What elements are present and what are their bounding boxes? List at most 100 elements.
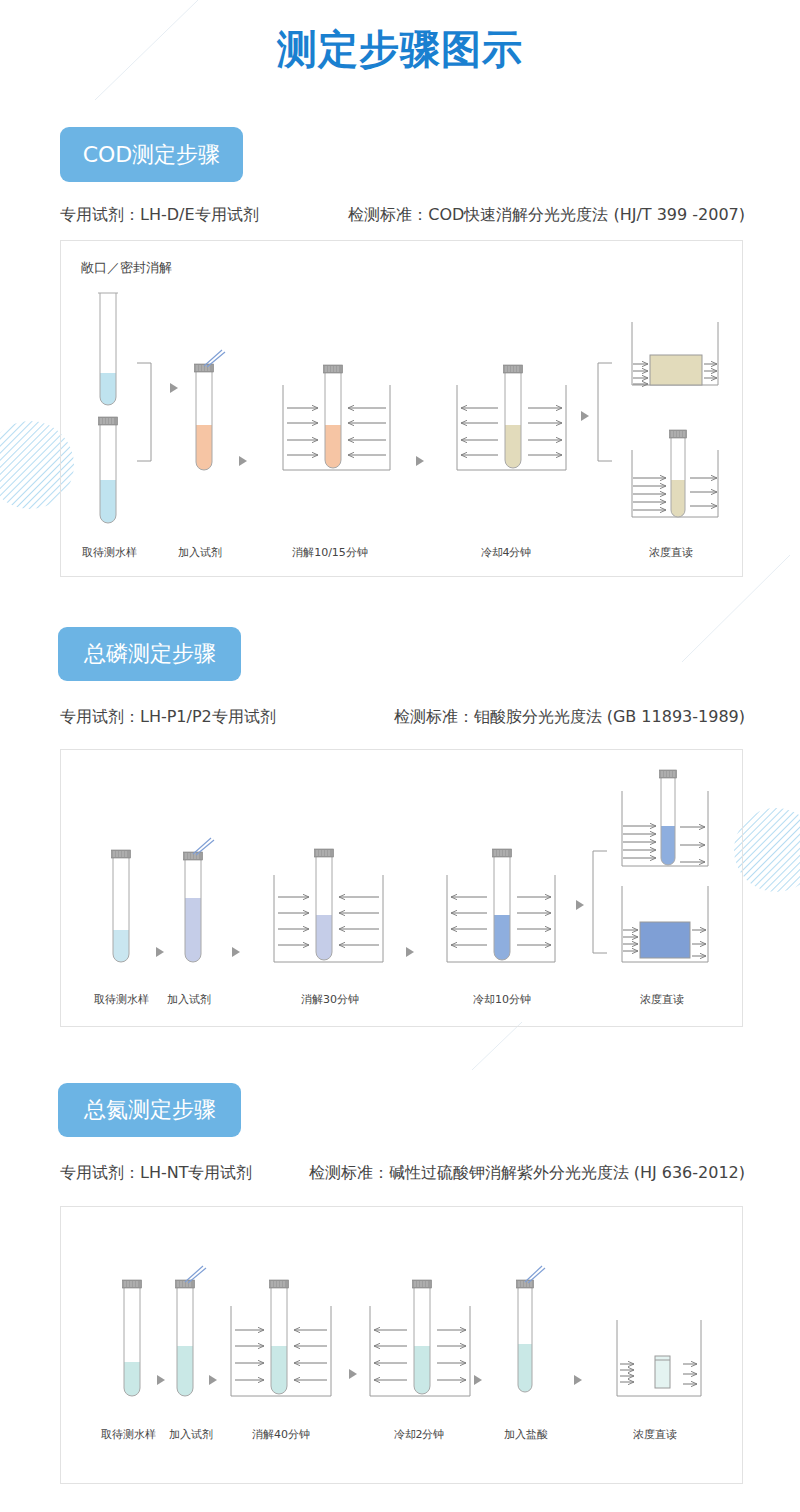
flow-arrow — [620, 1370, 634, 1371]
flow-arrow — [623, 944, 638, 945]
test-tube — [493, 849, 512, 960]
flow-arrow — [704, 371, 717, 372]
flow-arrow — [294, 1363, 327, 1364]
flow-arrow — [461, 408, 498, 409]
water-bath — [617, 1320, 701, 1396]
steps-panel: 敞口／密封消解取待测水样加入试剂消解10/15分钟冷却4分钟浓度直读 — [60, 240, 743, 577]
flow-arrow — [278, 929, 309, 930]
flow-arrow — [690, 506, 717, 507]
flow-arrow — [690, 492, 717, 493]
flow-arrow — [461, 440, 498, 441]
flow-arrow — [287, 408, 318, 409]
flow-arrow — [517, 929, 551, 930]
flow-arrow — [633, 384, 648, 385]
flow-arrow — [451, 929, 487, 930]
cuvette-rim — [655, 1360, 670, 1361]
flow-arrow — [339, 897, 379, 898]
flow-arrow — [437, 1363, 466, 1364]
bracket — [598, 363, 612, 461]
step-arrow — [581, 411, 589, 421]
flow-arrow — [287, 423, 318, 424]
flow-arrow — [620, 1376, 634, 1377]
badge-text: COD测定步骤 — [83, 140, 221, 170]
step-caption: 冷却10分钟 — [473, 992, 531, 1007]
test-tube — [123, 1280, 142, 1396]
test-tube — [315, 849, 334, 960]
flow-arrow — [348, 408, 386, 409]
flow-arrow — [633, 364, 648, 365]
flow-arrow — [704, 364, 717, 365]
section-badge: 总磷测定步骤 — [58, 627, 241, 681]
cuvette — [650, 355, 702, 385]
step-caption: 加入试剂 — [178, 545, 222, 560]
flow-arrow — [235, 1346, 264, 1347]
flow-arrow — [517, 897, 551, 898]
flow-arrow — [633, 478, 666, 479]
badge-text: 总磷测定步骤 — [84, 639, 216, 669]
steps-panel: 取待测水样加入试剂消解40分钟冷却2分钟加入盐酸浓度直读 — [60, 1206, 743, 1484]
flow-arrow — [437, 1346, 466, 1347]
flow-arrow — [623, 930, 638, 931]
step-arrow — [574, 1375, 582, 1385]
flow-arrow — [692, 956, 706, 957]
bracket — [593, 851, 607, 953]
test-tube — [504, 365, 523, 468]
flow-arrow — [451, 945, 487, 946]
flow-arrow — [623, 850, 656, 851]
test-tube — [184, 838, 215, 962]
flow-arrow — [680, 827, 705, 828]
decoration — [0, 0, 800, 1070]
step-caption: 浓度直读 — [640, 992, 684, 1007]
step-caption: 加入盐酸 — [504, 1427, 548, 1442]
step-arrow — [209, 1375, 217, 1385]
step-arrow — [349, 1369, 357, 1379]
test-tube — [98, 293, 118, 405]
flow-arrow — [278, 897, 309, 898]
flow-arrow — [517, 945, 551, 946]
step-caption: 消解30分钟 — [301, 992, 359, 1007]
water-bath — [370, 1306, 470, 1396]
flow-arrow — [278, 913, 309, 914]
flow-arrow — [704, 378, 717, 379]
step-arrow — [156, 947, 164, 957]
flow-arrow — [633, 486, 666, 487]
flow-arrow — [294, 1330, 327, 1331]
flow-arrow — [690, 478, 717, 479]
flow-arrow — [692, 944, 706, 945]
step-arrow — [170, 383, 178, 393]
flow-arrow — [278, 945, 309, 946]
flow-arrow — [623, 858, 656, 859]
step-caption: 消解10/15分钟 — [292, 545, 368, 560]
standard-label: 检测标准：COD快速消解分光光度法 (HJ/T 399 -2007) — [348, 205, 745, 226]
flow-arrow — [235, 1330, 264, 1331]
step-caption: 消解40分钟 — [252, 1427, 310, 1442]
water-bath — [231, 1306, 331, 1396]
flow-arrow — [528, 455, 562, 456]
test-tube — [660, 770, 677, 865]
flow-arrow — [633, 494, 666, 495]
step-caption: 冷却2分钟 — [394, 1427, 445, 1442]
test-tube — [670, 430, 687, 517]
flow-arrow — [294, 1380, 327, 1381]
flow-arrow — [633, 502, 666, 503]
reagent-label: 专用试剂：LH-D/E专用试剂 — [60, 205, 259, 226]
page-title: 测定步骤图示 — [0, 22, 800, 77]
step-arrow — [474, 1375, 482, 1385]
test-tube — [270, 1280, 289, 1394]
standard-label: 检测标准：钼酸胺分光光度法 (GB 11893-1989) — [394, 707, 745, 728]
flow-arrow — [235, 1363, 264, 1364]
flow-arrow — [348, 440, 386, 441]
step-caption: 加入试剂 — [167, 992, 211, 1007]
flow-arrow — [339, 913, 379, 914]
flow-arrow — [437, 1330, 466, 1331]
test-tube — [517, 1266, 546, 1392]
flow-arrow — [633, 510, 666, 511]
water-bath — [632, 450, 718, 517]
step-figures — [98, 293, 718, 1396]
flow-arrow — [623, 951, 638, 952]
test-tube — [176, 1266, 207, 1396]
test-tube — [195, 350, 226, 470]
standard-label: 检测标准：碱性过硫酸钾消解紫外分光光度法 (HJ 636-2012) — [309, 1163, 745, 1184]
water-bath — [457, 385, 566, 470]
flow-arrow — [623, 826, 656, 827]
